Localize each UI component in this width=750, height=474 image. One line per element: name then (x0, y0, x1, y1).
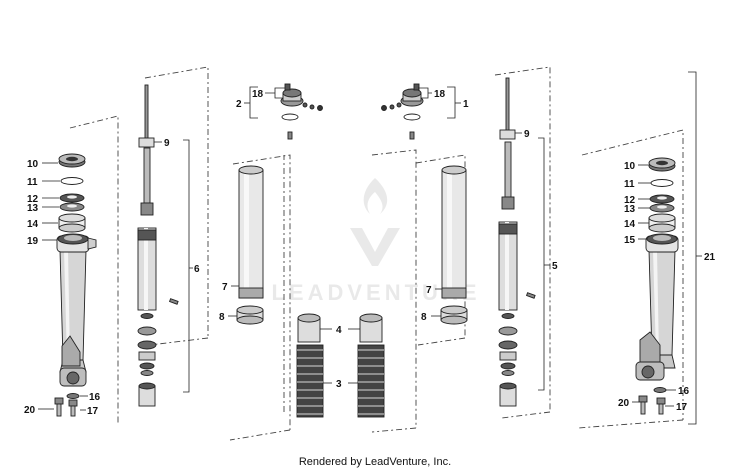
right-damper-assembly (498, 77, 536, 407)
callout-8-right: 8 (421, 312, 427, 323)
right-washer-13 (649, 203, 675, 213)
right-bolt-17 (656, 397, 666, 415)
callout-19: 19 (27, 236, 39, 247)
left-clip (60, 177, 84, 185)
center-right-spring (357, 313, 385, 418)
left-cap-assembly (280, 83, 323, 140)
callout-20-left: 20 (24, 405, 36, 416)
right-washer-16 (653, 387, 667, 393)
callout-17-right: 17 (676, 402, 688, 413)
left-washer-13 (59, 202, 85, 212)
callout-5: 5 (552, 261, 558, 272)
right-inner-tube-group (440, 165, 468, 325)
callout-17-left: 17 (87, 406, 99, 417)
right-damper-valves (498, 313, 518, 407)
callout-20-right: 20 (618, 398, 630, 409)
center-left-spring (296, 313, 324, 418)
left-fork-assembly (54, 153, 97, 417)
left-damper-valves (137, 313, 157, 407)
right-outer-tube (635, 233, 679, 381)
left-slide-bushing (236, 305, 264, 325)
right-bushing (648, 213, 676, 233)
callout-21: 21 (704, 252, 716, 263)
callout-1: 1 (463, 99, 469, 110)
callout-9-right: 9 (524, 129, 530, 140)
left-bolt-20 (54, 397, 64, 417)
callout-labels: 10 11 12 13 14 19 16 17 20 9 6 2 18 7 8 … (24, 89, 716, 417)
callout-7-right: 7 (426, 285, 432, 296)
right-washer-12 (649, 194, 675, 204)
right-fork-assembly (635, 157, 679, 415)
callout-4: 4 (336, 325, 342, 336)
callout-13-right: 13 (624, 204, 636, 215)
right-slide-bushing (440, 305, 468, 325)
right-cap-assembly (381, 83, 424, 140)
left-inner-tube-group (236, 165, 264, 325)
callout-10-left: 10 (27, 159, 39, 170)
callout-6: 6 (194, 264, 200, 275)
callout-18-right: 18 (434, 89, 446, 100)
callout-14-left: 14 (27, 219, 39, 230)
callout-2: 2 (236, 99, 242, 110)
credit-footer: Rendered by LeadVenture, Inc. (298, 456, 452, 468)
callout-18-left: 18 (252, 89, 264, 100)
callout-3: 3 (336, 379, 342, 390)
left-oil-seal (58, 153, 86, 168)
left-washer-16 (66, 393, 80, 399)
callout-10-right: 10 (624, 161, 636, 172)
callout-11-left: 11 (27, 177, 38, 188)
callout-15: 15 (624, 235, 636, 246)
leader-lines (38, 71, 702, 425)
right-bolt-20 (638, 395, 648, 415)
left-bolt-17 (68, 399, 78, 417)
left-washer-12 (59, 193, 85, 203)
callout-12-right: 12 (624, 195, 636, 206)
callout-16-right: 16 (678, 386, 690, 397)
right-clip (650, 179, 674, 187)
callout-7-left: 7 (222, 282, 228, 293)
callout-13-left: 13 (27, 203, 39, 214)
callout-16-left: 16 (89, 392, 101, 403)
left-outer-tube (56, 233, 97, 387)
callout-12-left: 12 (27, 194, 39, 205)
callout-11-right: 11 (624, 179, 635, 190)
callout-8-left: 8 (219, 312, 225, 323)
right-oil-seal (648, 157, 676, 172)
callout-9-left: 9 (164, 138, 170, 149)
callout-14-right: 14 (624, 219, 636, 230)
left-damper-assembly (137, 84, 179, 407)
left-bushing (58, 213, 86, 233)
